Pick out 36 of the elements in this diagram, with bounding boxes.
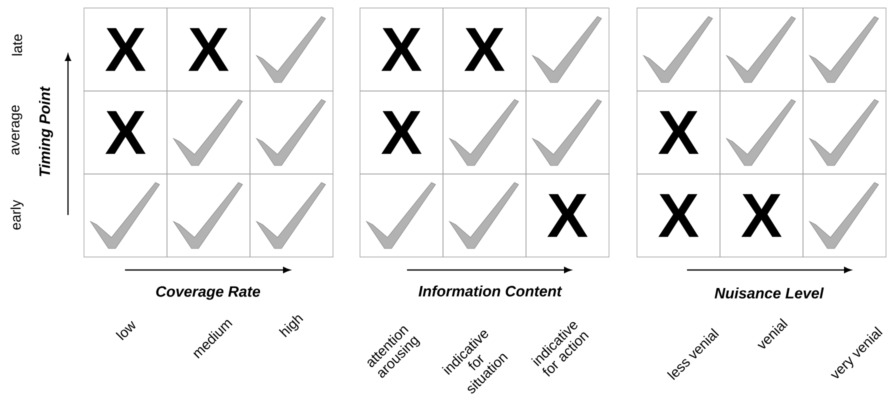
x-mark-cell: X: [84, 90, 168, 174]
checkmark-cell: [442, 174, 526, 258]
axis-title: Information Content: [418, 286, 562, 296]
checkmark-cell: [526, 8, 610, 92]
checkmark-cell: [250, 90, 334, 174]
checkmark-cell: [802, 174, 886, 258]
axis-label: low: [116, 320, 136, 340]
x-mark-cell: X: [442, 8, 526, 92]
checkmark-cell: [442, 90, 526, 174]
x-mark-cell: X: [636, 90, 720, 174]
checkmark-cell: [720, 8, 804, 92]
axis-label: early: [10, 200, 24, 230]
checkmark-cell: [166, 174, 250, 258]
checkmark-cell: [802, 8, 886, 92]
checkmark-cell: [84, 174, 168, 258]
checkmark-cell: [802, 90, 886, 174]
axis-label: high: [278, 315, 304, 338]
x-mark-cell: X: [720, 174, 804, 258]
checkmark-cell: [360, 174, 444, 258]
checkmark-cell: [250, 174, 334, 258]
x-mark-cell: X: [526, 174, 610, 258]
x-mark-cell: X: [360, 90, 444, 174]
checkmark-cell: [720, 90, 804, 174]
checkmark-cell: [636, 8, 720, 92]
x-mark-cell: X: [636, 174, 720, 258]
x-mark-cell: X: [360, 8, 444, 92]
axis-title: Coverage Rate: [156, 286, 260, 300]
checkmark-cell: [250, 8, 334, 92]
x-mark-cell: X: [84, 8, 168, 92]
axis-title: Nuisance Level: [714, 288, 824, 298]
axis-label: average: [12, 105, 22, 155]
axis-title: Timing Point: [39, 86, 53, 176]
checkmark-cell: [526, 90, 610, 174]
checkmark-cell: [166, 90, 250, 174]
x-mark-cell: X: [166, 8, 250, 92]
axis-label: late: [12, 34, 22, 56]
